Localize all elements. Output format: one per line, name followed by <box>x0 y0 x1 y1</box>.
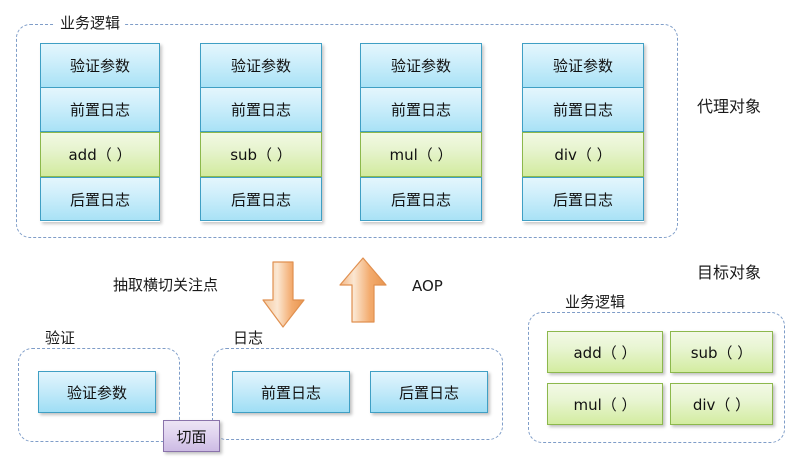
proxy-cell-method: mul（ ） <box>360 132 482 177</box>
proxy-column-sub: 验证参数 前置日志 sub（ ） 后置日志 <box>200 43 322 222</box>
proxy-cell-method: div（ ） <box>522 132 644 177</box>
aop-label: AOP <box>412 277 443 295</box>
proxy-cell-validate: 验证参数 <box>360 43 482 88</box>
target-object-group <box>528 312 785 443</box>
target-object-label: 目标对象 <box>697 263 762 282</box>
aspect-box-before-log: 前置日志 <box>232 371 350 413</box>
proxy-cell-validate: 验证参数 <box>40 43 160 88</box>
aspect-box-validate-params: 验证参数 <box>38 371 156 413</box>
proxy-object-label: 代理对象 <box>697 97 762 116</box>
proxy-cell-validate: 验证参数 <box>200 43 322 88</box>
extract-concerns-label: 抽取横切关注点 <box>113 276 219 294</box>
proxy-object-group <box>16 24 678 238</box>
validation-group-title: 验证 <box>40 330 81 347</box>
aop-arrow-up-icon <box>339 257 389 325</box>
proxy-cell-after-log: 后置日志 <box>200 177 322 221</box>
proxy-cell-method: add（ ） <box>40 132 160 177</box>
proxy-column-mul: 验证参数 前置日志 mul（ ） 后置日志 <box>360 43 482 222</box>
validation-aspect-group <box>18 348 180 442</box>
proxy-cell-before-log: 前置日志 <box>200 87 322 132</box>
target-method-mul: mul（ ） <box>547 383 663 425</box>
proxy-cell-after-log: 后置日志 <box>40 177 160 221</box>
proxy-cell-after-log: 后置日志 <box>360 177 482 221</box>
target-method-sub: sub（ ） <box>670 331 773 373</box>
logging-aspect-group <box>212 348 503 440</box>
proxy-cell-validate: 验证参数 <box>522 43 644 88</box>
proxy-cell-before-log: 前置日志 <box>360 87 482 132</box>
proxy-column-div: 验证参数 前置日志 div（ ） 后置日志 <box>522 43 644 222</box>
target-group-title: 业务逻辑 <box>560 294 631 311</box>
aspect-badge: 切面 <box>163 420 220 452</box>
target-method-div: div（ ） <box>670 383 773 425</box>
proxy-cell-before-log: 前置日志 <box>40 87 160 132</box>
aspect-box-after-log: 后置日志 <box>370 371 488 413</box>
proxy-cell-method: sub（ ） <box>200 132 322 177</box>
logging-group-title: 日志 <box>228 330 269 347</box>
proxy-group-title: 业务逻辑 <box>55 15 126 32</box>
proxy-column-add: 验证参数 前置日志 add（ ） 后置日志 <box>40 43 160 222</box>
proxy-cell-before-log: 前置日志 <box>522 87 644 132</box>
proxy-cell-after-log: 后置日志 <box>522 177 644 221</box>
target-method-add: add（ ） <box>547 331 663 373</box>
extract-arrow-down-icon <box>262 261 306 329</box>
